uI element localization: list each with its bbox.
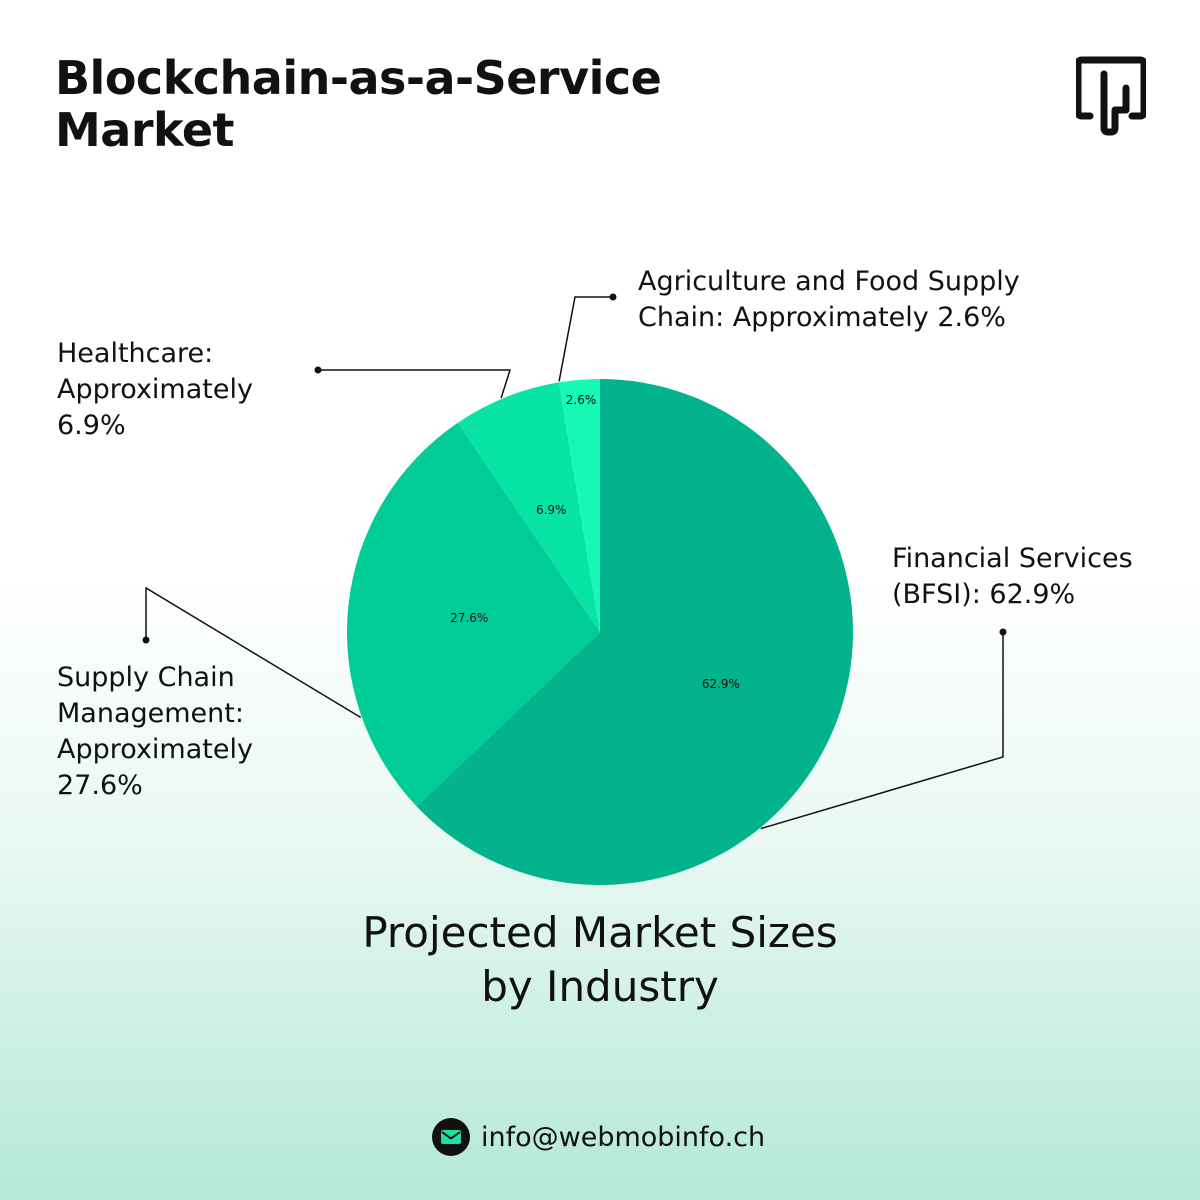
leader-line-agriculture-food-supply-chain: [558, 296, 613, 382]
pie-slice-supply-chain-management: [346, 422, 600, 807]
callout-healthcare: Healthcare: Approximately 6.9%: [57, 338, 253, 441]
webmob-logo-icon: [1076, 56, 1146, 136]
leader-line-supply-chain-management: [145, 586, 362, 719]
pie-slice-healthcare: [457, 382, 600, 632]
pie-slice-financial-services: [416, 379, 853, 885]
email-link[interactable]: info@webmobinfo.ch: [481, 1121, 766, 1153]
pie-slice-agriculture-food-supply-chain: [558, 379, 600, 632]
callout-supply-chain-management: Supply Chain Management: Approximately 2…: [57, 662, 253, 801]
slice-data-label-financial-services: 62.9%: [702, 677, 740, 691]
title-line-1: Blockchain-as-a-Service: [55, 51, 662, 105]
leader-line-healthcare: [318, 369, 512, 399]
slice-data-label-supply-chain-management: 27.6%: [450, 611, 488, 625]
leader-dot-financial-services: [999, 628, 1007, 636]
mail-icon: [432, 1118, 470, 1156]
title-line-2: Market: [55, 103, 235, 157]
leader-dot-healthcare: [314, 366, 322, 374]
slice-data-label-healthcare: 6.9%: [536, 503, 567, 517]
chart-title: Projected Market Sizes by Industry: [362, 908, 838, 1011]
slice-data-label-agriculture-food-supply-chain: 2.6%: [566, 393, 597, 407]
leader-line-financial-services: [760, 632, 1004, 830]
callout-agriculture-food-supply-chain: Agriculture and Food Supply Chain: Appro…: [638, 266, 1020, 333]
footer-contact: info@webmobinfo.ch: [432, 1117, 765, 1157]
leader-dot-supply-chain-management: [142, 636, 150, 644]
callout-financial-services: Financial Services (BFSI): 62.9%: [892, 543, 1133, 610]
page-title: Blockchain-as-a-Service Market: [55, 51, 662, 157]
leader-dot-agriculture-food-supply-chain: [609, 293, 617, 301]
